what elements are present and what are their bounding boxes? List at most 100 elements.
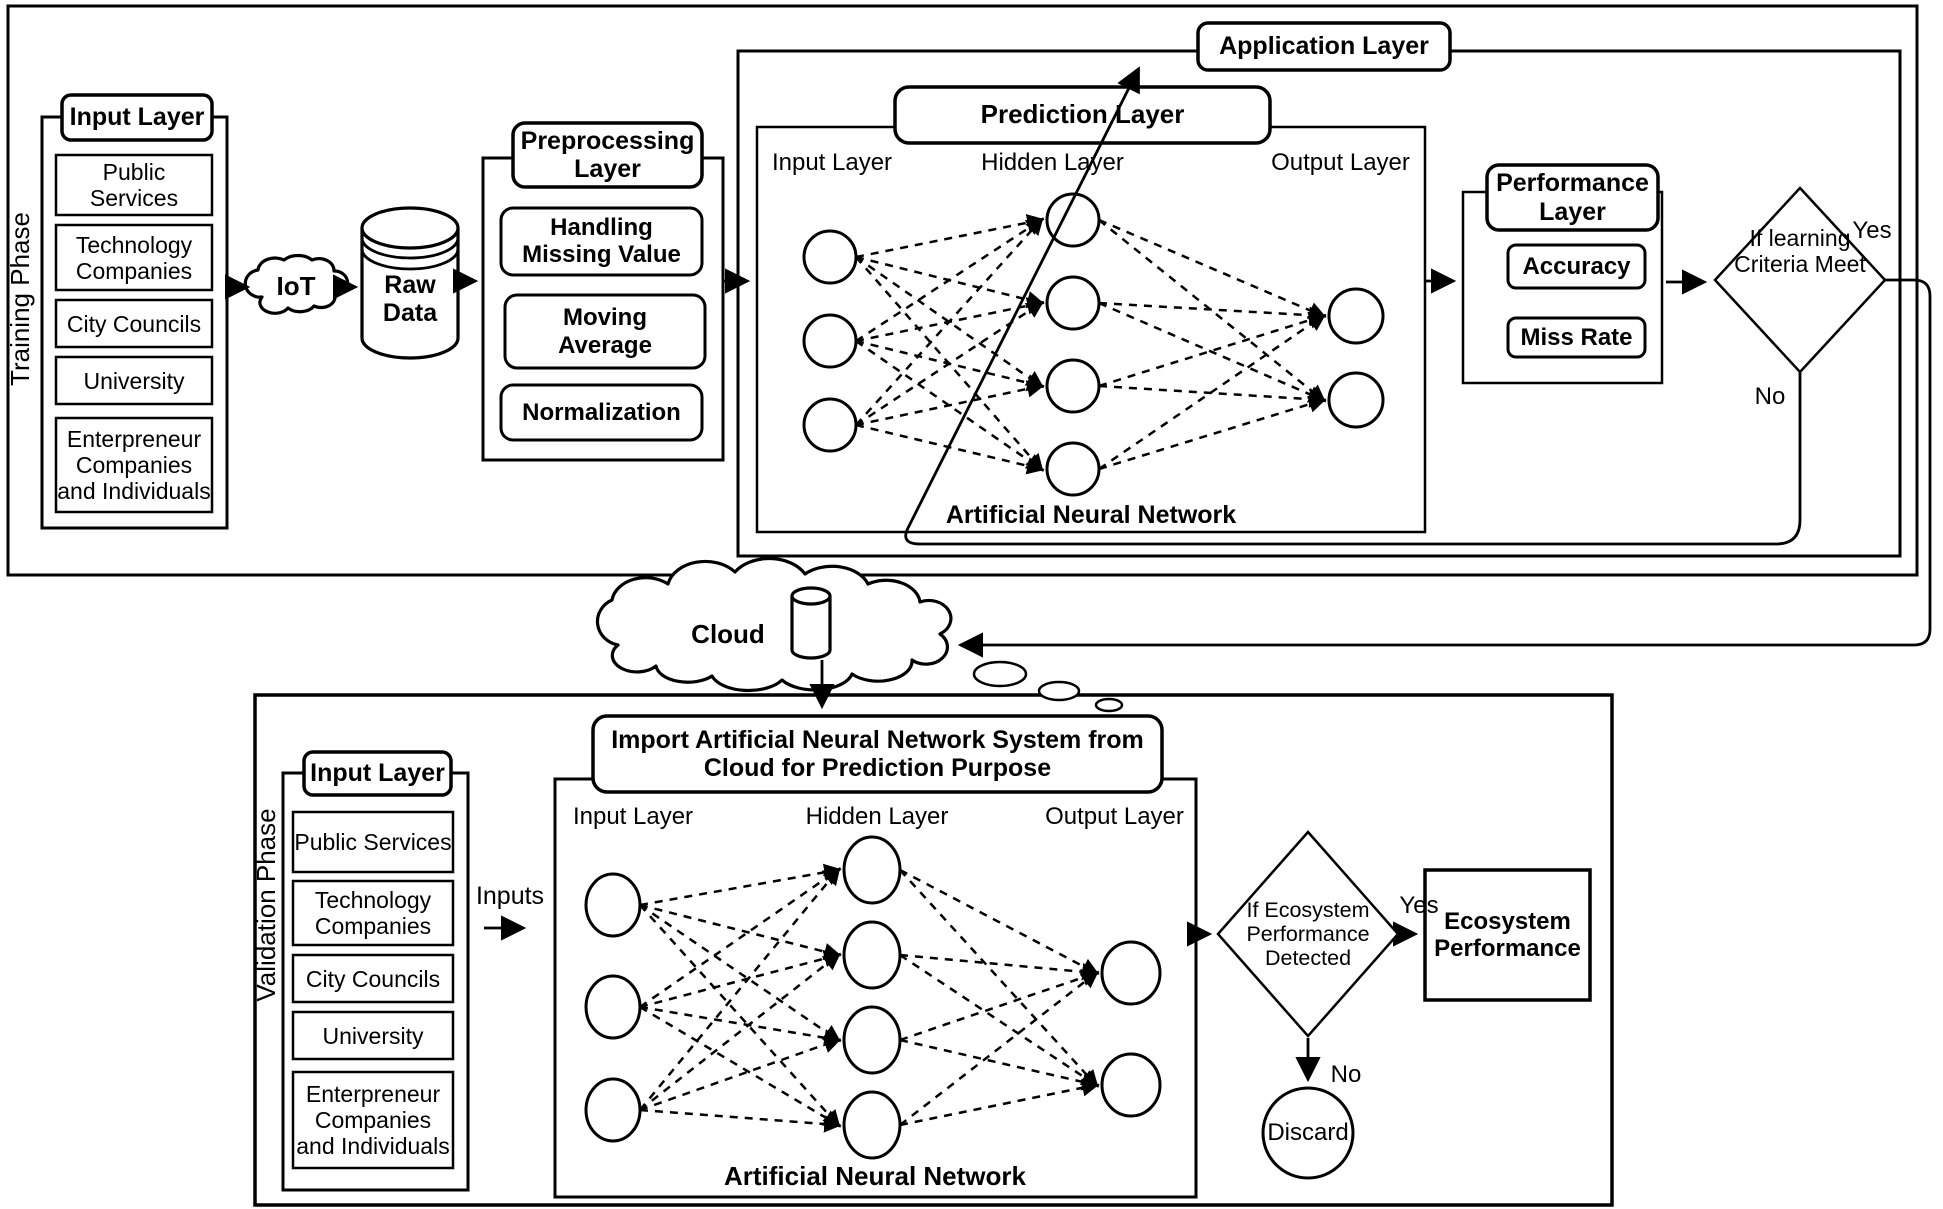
ann-connection: [639, 952, 841, 1111]
cloud-cylinder: [790, 596, 832, 660]
cylinder-ring: [360, 248, 460, 271]
thought-bubble: [1094, 697, 1124, 713]
ann-node: [584, 1077, 642, 1143]
ann-connection: [855, 217, 1044, 426]
cylinder-ring: [360, 237, 460, 260]
ann-connection: [1098, 395, 1327, 471]
prediction-layer-title: Prediction Layer: [980, 99, 1185, 130]
ann-connection: [1098, 219, 1326, 403]
training-input-item-box: [54, 355, 214, 406]
ann-connection: [639, 903, 842, 1043]
prediction-layer-title-box: [893, 85, 1272, 145]
validation-ann-network: [584, 835, 1162, 1160]
ann-connection: [855, 380, 1045, 427]
ann-node: [1045, 358, 1101, 414]
raw-data-label: Raw Data: [382, 270, 438, 327]
ann-connection: [899, 1038, 1100, 1091]
ann-connection: [1098, 311, 1327, 388]
preprocessing-step-label: Normalization: [522, 398, 681, 426]
preprocessing-step-label: Handling Missing Value: [522, 213, 681, 268]
input-item-label: Technology Companies: [75, 231, 193, 284]
ann-connection: [855, 214, 1045, 259]
accuracy-label: Accuracy: [1522, 252, 1631, 280]
yes-path-to-cloud: [957, 278, 1932, 658]
cloud-cylinder-top: [790, 586, 832, 606]
miss-rate-label: Miss Rate: [1520, 323, 1633, 351]
validation-phase-label: Validation Phase: [251, 808, 282, 1002]
discard-label: Discard: [1267, 1119, 1349, 1147]
thought-bubble: [972, 660, 1028, 688]
import-ann-title: Import Artificial Neural Network System …: [611, 725, 1144, 782]
ann-node: [584, 974, 642, 1040]
ann-node: [802, 397, 858, 453]
ann-input-layer-label: Input Layer: [572, 803, 694, 831]
input-item-label: Public Services: [294, 829, 452, 855]
ecosystem-performance-box: [1423, 868, 1592, 1002]
ann-hidden-layer-label: Hidden Layer: [805, 803, 949, 831]
inputs-label: Inputs: [475, 881, 545, 910]
ann-connection: [1098, 301, 1327, 324]
training-input-layer-title-box: [60, 93, 214, 142]
ann-connection: [899, 953, 1100, 981]
ann-node: [842, 1090, 902, 1160]
preprocessing-step-box: [503, 293, 707, 370]
validation-decision-diamond: [1216, 830, 1400, 1038]
validation-decision-label: If Ecosystem Performance Detected: [1246, 897, 1370, 971]
input-item-label: University: [83, 367, 185, 394]
validation-input-item-box: [291, 1010, 455, 1061]
input-item-label: Enterpreneur Companies and Individuals: [296, 1081, 450, 1159]
input-item-label: University: [322, 1022, 424, 1049]
ann-connection: [899, 953, 1100, 1088]
ann-connection: [639, 1036, 842, 1112]
training-yes-label: Yes: [1852, 217, 1892, 245]
preprocessing-step-label: Moving Average: [558, 304, 652, 359]
ann-connection: [899, 868, 1100, 975]
ann-connection: [1098, 218, 1327, 319]
training-input-item-box: [54, 223, 214, 292]
preprocessing-step-box: [499, 383, 704, 442]
validation-no-label: No: [1330, 1061, 1362, 1089]
input-item-label: City Councils: [66, 310, 202, 337]
ann-node: [1327, 287, 1385, 345]
training-no-label: No: [1754, 383, 1786, 411]
input-item-label: Technology Companies: [314, 887, 432, 939]
ann-node: [842, 1005, 902, 1075]
ann-connection: [899, 1079, 1100, 1127]
ann-node: [1100, 940, 1162, 1006]
iot-label: IoT: [276, 271, 316, 302]
training-phase-label: Training Phase: [5, 212, 36, 386]
ann-node: [842, 835, 902, 905]
validation-input-layer-title: Input Layer: [310, 759, 445, 788]
discard-circle: [1261, 1086, 1355, 1180]
accuracy-box: [1506, 243, 1647, 290]
training-ann-network: [802, 192, 1385, 497]
no-feedback-path: [904, 66, 1802, 546]
ann-node: [842, 920, 902, 990]
ann-connection: [899, 969, 1100, 1042]
performance-layer-title: Performance Layer: [1496, 169, 1649, 226]
thought-bubble: [1037, 680, 1081, 702]
input-item-label: Public Services: [89, 159, 179, 211]
ann-node: [584, 872, 642, 938]
performance-layer-title-box: [1485, 163, 1660, 232]
preprocessing-title: Preprocessing Layer: [520, 126, 695, 183]
validation-ann-caption: Artificial Neural Network: [724, 1161, 1026, 1192]
iot-cloud-shape: [243, 253, 350, 315]
ann-node: [802, 229, 858, 285]
ann-node: [1045, 275, 1101, 331]
validation-input-item-box: [291, 810, 455, 874]
cloud-shape: [595, 556, 953, 693]
ann-connection: [899, 869, 1099, 1088]
ann-connection: [855, 217, 1045, 343]
ann-input-layer-label: Input Layer: [771, 149, 893, 177]
preprocessing-title-box: [511, 121, 704, 189]
ann-connection: [1098, 301, 1327, 403]
ann-connection: [639, 904, 841, 1128]
validation-input-layer-title-box: [302, 750, 453, 797]
ann-connection: [639, 863, 842, 907]
training-input-item-box: [54, 298, 214, 349]
raw-data-cylinder-top: [360, 206, 460, 250]
training-input-item-box: [54, 416, 214, 514]
